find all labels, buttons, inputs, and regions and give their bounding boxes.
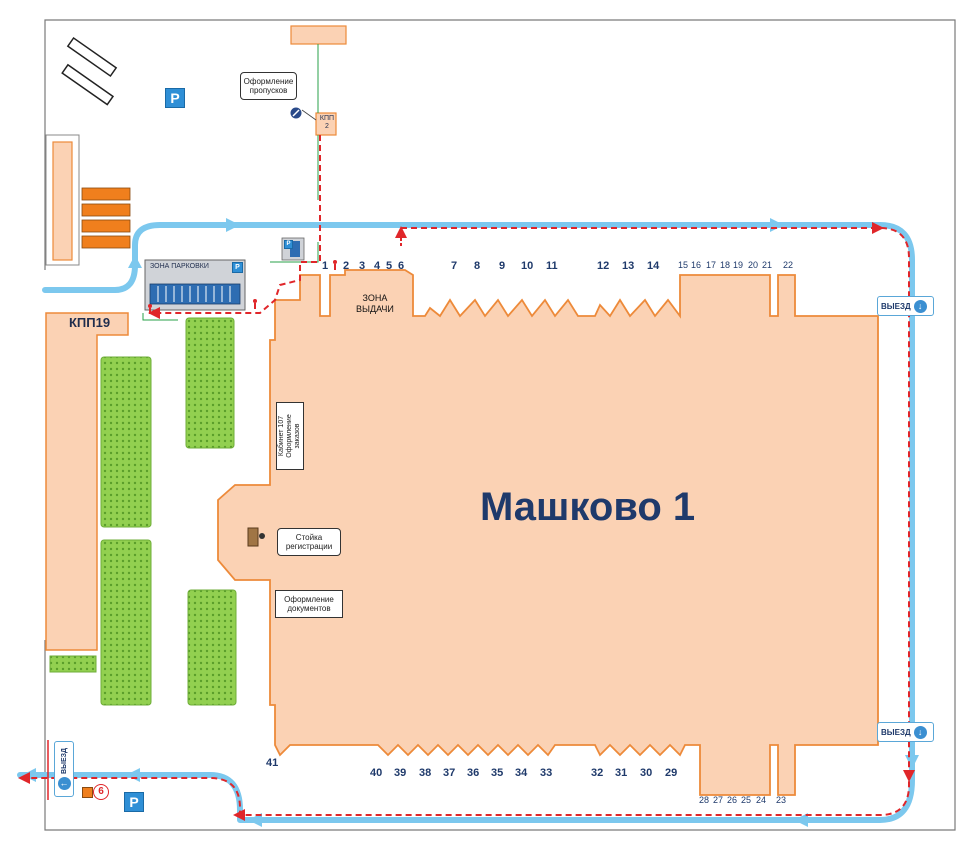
- parking-zone-label: ЗОНА ПАРКОВКИ: [150, 263, 209, 270]
- parking-icon-bottom: P: [124, 792, 144, 812]
- trucks-parked: [81, 187, 131, 249]
- gate-number-9: 9: [499, 260, 506, 272]
- gate-number-8: 8: [474, 260, 481, 272]
- gate-number-29: 29: [665, 767, 678, 779]
- gate-number-3: 3: [359, 260, 366, 272]
- pedestrian-icons: [148, 260, 337, 314]
- green-area: [49, 655, 97, 673]
- gate-number-36: 36: [467, 767, 480, 779]
- gate-number-40: 40: [370, 767, 383, 779]
- route-arrows-red: [18, 222, 915, 821]
- gate-number-37: 37: [443, 767, 456, 779]
- kpp2-building: [315, 112, 337, 136]
- small-parking-p-icon: P: [284, 240, 293, 249]
- gate-number-14: 14: [647, 260, 660, 272]
- gate-number-5: 5: [386, 260, 393, 272]
- gate-number-25: 25: [741, 795, 752, 805]
- gate-number-31: 31: [615, 767, 628, 779]
- exit-sign-lower: ВЫЕЗД↓: [877, 722, 934, 742]
- gate-number-41: 41: [266, 757, 279, 769]
- gate-number-18: 18: [720, 260, 731, 270]
- issue-zone-label: ЗОНА ВЫДАЧИ: [356, 293, 394, 314]
- gate-number-1: 1: [322, 260, 329, 272]
- exit-sign-upper: ВЫЕЗД↓: [877, 296, 934, 316]
- top-building: [290, 25, 347, 45]
- parking-zone-p-icon: P: [232, 262, 243, 273]
- exit-sign-left: ВЫЕЗД←: [54, 741, 74, 797]
- gate-number-27: 27: [713, 795, 724, 805]
- gate-number-39: 39: [394, 767, 407, 779]
- gate-number-19: 19: [733, 260, 744, 270]
- gate-number-30: 30: [640, 767, 653, 779]
- gate-number-15: 15: [678, 260, 689, 270]
- gate-number-13: 13: [622, 260, 635, 272]
- cabinet-107-label: Кабинет 107 Оформление заказов: [276, 402, 304, 470]
- site-boundary: [44, 19, 956, 831]
- trucks-parked-top: [61, 36, 118, 106]
- gate-number-33: 33: [540, 767, 553, 779]
- exit-arrow-icon: ↓: [913, 725, 927, 739]
- gate-number-7: 7: [451, 260, 458, 272]
- gate-number-23: 23: [776, 795, 787, 805]
- gate-number-28: 28: [699, 795, 710, 805]
- gate-number-38: 38: [419, 767, 432, 779]
- gate-number-35: 35: [491, 767, 504, 779]
- parking-icon-top: P: [165, 88, 185, 108]
- driving-route-red: [20, 135, 910, 816]
- gate-number-34: 34: [515, 767, 528, 779]
- gate-number-16: 16: [691, 260, 702, 270]
- kpp19-building: [45, 312, 129, 651]
- parking-zone-box: [144, 259, 246, 311]
- gate-number-10: 10: [521, 260, 534, 272]
- gate-number-11: 11: [546, 260, 558, 272]
- gate-number-26: 26: [727, 795, 738, 805]
- gate-number-17: 17: [706, 260, 717, 270]
- registration-desk-label: Стойка регистрации: [277, 528, 341, 556]
- registration-desk-icon: [247, 527, 259, 547]
- main-warehouse: [217, 269, 879, 796]
- green-areas: [100, 317, 237, 706]
- pass-office-label: Оформление пропусков: [240, 72, 297, 100]
- gate-number-24: 24: [756, 795, 767, 805]
- kpp19-label: КПП19: [69, 315, 111, 330]
- exit-arrow-icon: ↓: [913, 299, 927, 313]
- documents-office-label: Оформление документов: [275, 590, 343, 618]
- warehouse-title: Машково 1: [480, 485, 696, 529]
- gate-number-21: 21: [762, 260, 773, 270]
- gate-number-20: 20: [748, 260, 759, 270]
- small-orange-marker: [82, 787, 93, 798]
- gate-number-12: 12: [597, 260, 610, 272]
- gate-number-2: 2: [343, 260, 350, 272]
- gate-number-6: 6: [398, 260, 405, 272]
- gate-number-4: 4: [374, 260, 381, 272]
- gate-number-32: 32: [591, 767, 604, 779]
- kpp2-label: КПП 2: [319, 115, 335, 130]
- gate-number-22: 22: [783, 260, 794, 270]
- exit-arrow-icon: ←: [57, 776, 71, 790]
- circled-six-marker: 6: [93, 784, 109, 800]
